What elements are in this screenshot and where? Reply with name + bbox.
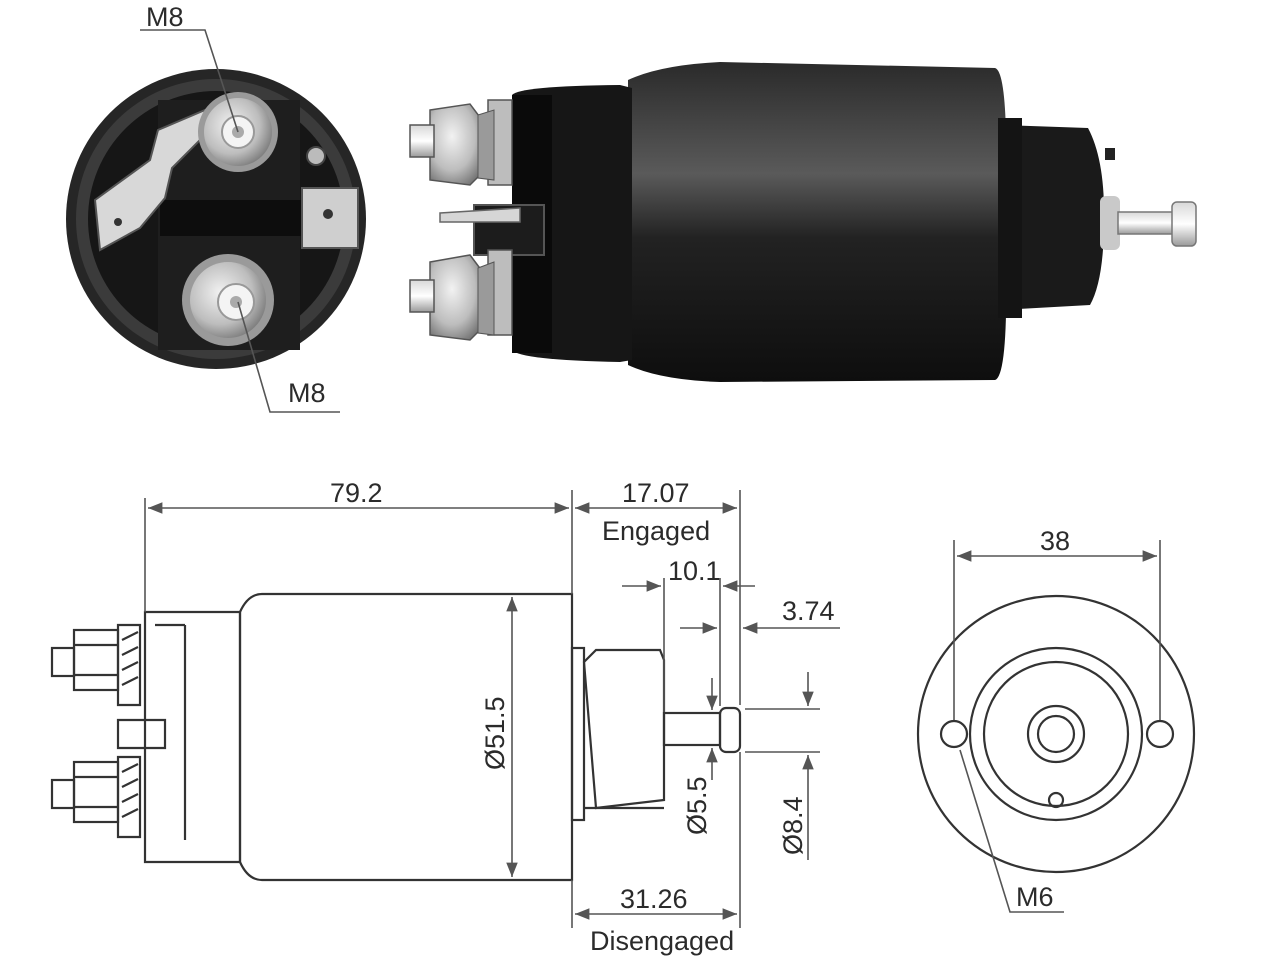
dim-overall-length: 79.2 — [330, 478, 383, 508]
label-disengaged: Disengaged — [590, 926, 734, 956]
photo-side-view — [409, 62, 1197, 382]
dim-tip-diameter: Ø8.4 — [778, 796, 808, 855]
dim-plunger-offset: 10.1 — [668, 556, 721, 586]
label-m8-top: M8 — [146, 2, 184, 32]
drawing-side-view: 79.2 17.07 Engaged 10.1 3.74 Ø51.5 Ø5.5 … — [50, 478, 840, 956]
drawing-can — [238, 592, 574, 882]
plunger-pin — [1100, 196, 1197, 250]
dim-tip-length: 3.74 — [782, 596, 835, 626]
solenoid-can — [628, 62, 1007, 382]
dim-shaft-diameter: Ø5.5 — [682, 776, 712, 835]
upper-stud — [409, 99, 513, 186]
mount-hole-left — [939, 719, 969, 749]
photo-end-view: M8 M8 — [66, 2, 366, 413]
dim-hole-spacing: 38 — [1040, 526, 1070, 556]
label-mount-thread: M6 — [1016, 882, 1054, 912]
dim-disengaged-travel: 31.26 — [620, 884, 688, 914]
drawing-terminals — [50, 623, 167, 839]
dim-body-diameter: Ø51.5 — [480, 696, 510, 770]
mount-hole-right — [1145, 719, 1175, 749]
drawing-end-view: 38 M6 — [916, 526, 1196, 913]
lower-terminal-nut — [182, 254, 274, 346]
dim-engaged-travel: 17.07 — [622, 478, 690, 508]
terminal-strap — [93, 108, 212, 252]
lower-stud — [409, 249, 513, 341]
label-engaged: Engaged — [602, 516, 710, 546]
label-m8-bottom: M8 — [288, 378, 326, 408]
